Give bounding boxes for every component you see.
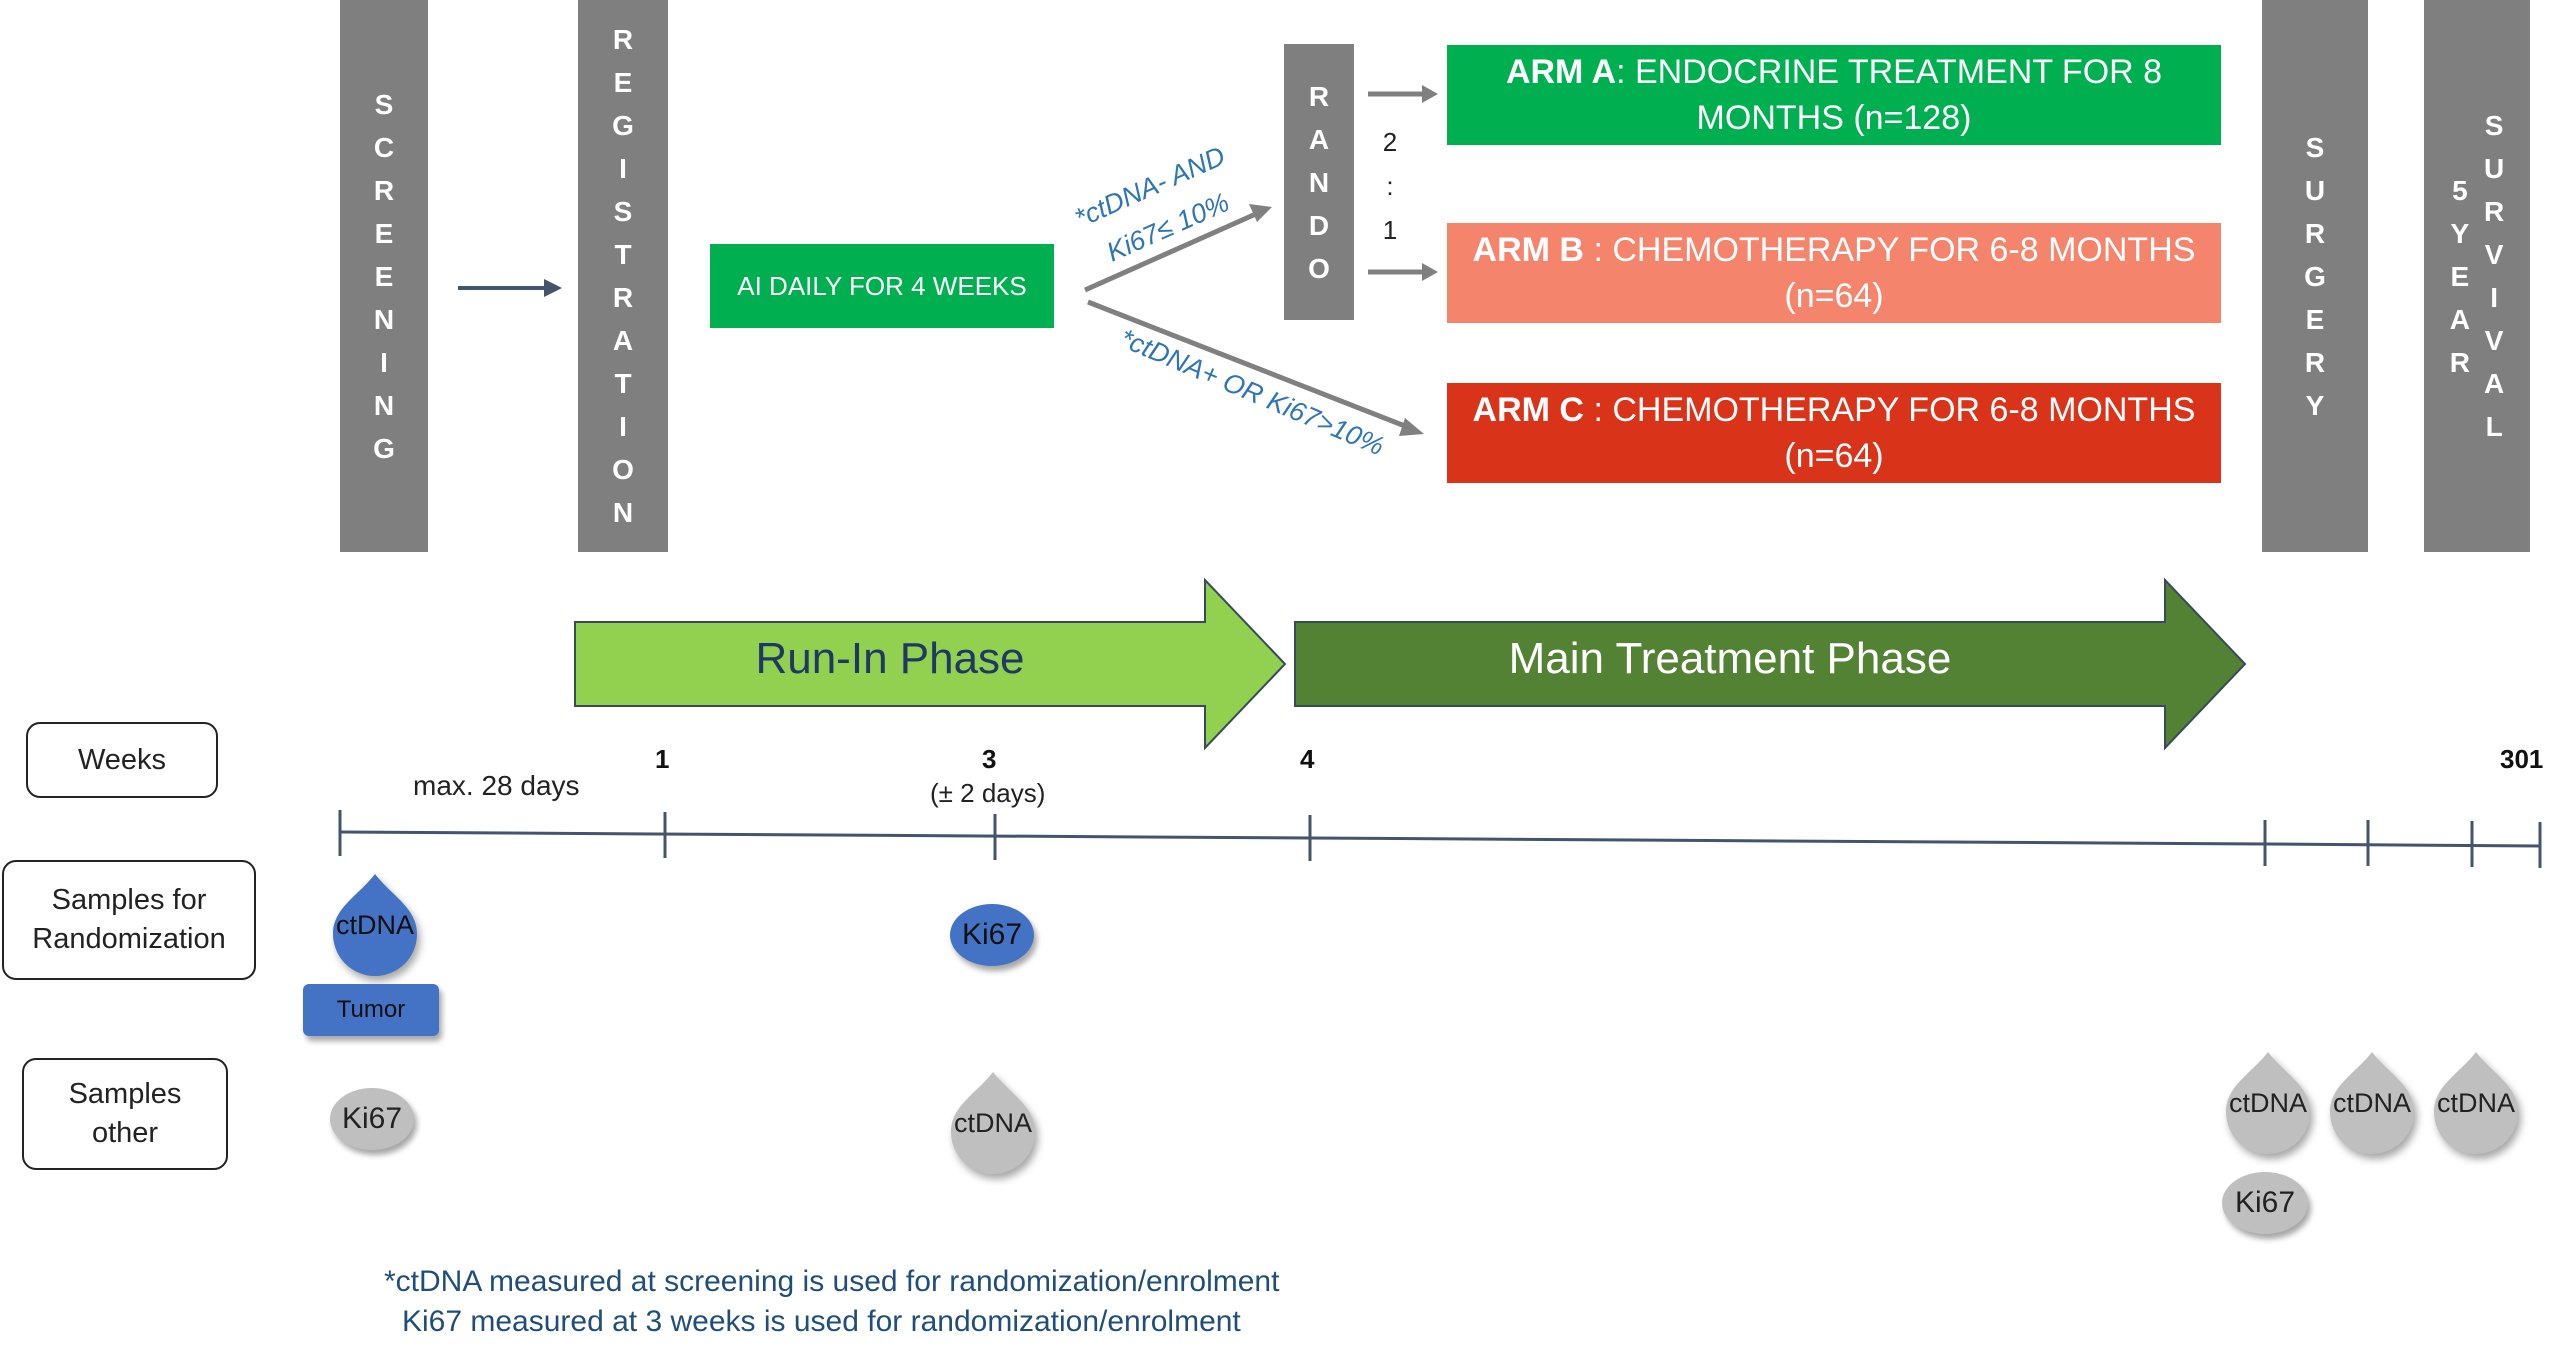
ctdna-followup-2-sample: ctDNA bbox=[2434, 1088, 2518, 1128]
arm-a-text: : ENDOCRINE TREATMENT FOR 8 MONTHS (n=12… bbox=[1616, 53, 2163, 137]
arm-b-box: ARM B : CHEMOTHERAPY FOR 6-8 MONTHS (n=6… bbox=[1447, 223, 2221, 323]
screening-arrowhead bbox=[544, 279, 562, 297]
footnote-line-1: *ctDNA measured at screening is used for… bbox=[384, 1265, 1280, 1298]
rando-arrowhead-b bbox=[1422, 263, 1438, 281]
arm-c-box: ARM C : CHEMOTHERAPY FOR 6-8 MONTHS (n=6… bbox=[1447, 383, 2221, 483]
ctdna-week3-sample: ctDNA bbox=[951, 1108, 1035, 1148]
arm-c-label: ARM C bbox=[1472, 391, 1594, 429]
ctdna-followup-1-text: ctDNA bbox=[2332, 1088, 2411, 1118]
rando-arrowhead-a bbox=[1422, 85, 1438, 103]
ctdna-drop-surgery bbox=[2226, 1052, 2310, 1154]
branch-arrow-upper bbox=[1083, 210, 1260, 293]
ctdna-week3-text: ctDNA bbox=[953, 1108, 1032, 1138]
ki67-surgery-sample: Ki67 bbox=[2222, 1172, 2308, 1234]
tumor-sample: Tumor bbox=[303, 984, 439, 1036]
ctdna-surgery-text: ctDNA bbox=[2228, 1088, 2307, 1118]
ratio-bottom: 1 bbox=[1382, 215, 1398, 245]
footnote: *ctDNA measured at screening is used for… bbox=[384, 1262, 1279, 1342]
arm-b-text: : CHEMOTHERAPY FOR 6-8 MONTHS (n=64) bbox=[1593, 231, 2196, 315]
run-in-phase-arrow bbox=[574, 577, 1287, 751]
branch-label-lower: *ctDNA+ OR Ki67>10% bbox=[1116, 323, 1389, 461]
ctdna-drop-followup-1 bbox=[2330, 1052, 2414, 1154]
ctdna-surgery-sample: ctDNA bbox=[2226, 1088, 2310, 1128]
week-1-label: 1 bbox=[655, 744, 670, 774]
ctdna-drop-screening bbox=[333, 874, 417, 976]
ctdna-drop-followup-2 bbox=[2434, 1052, 2518, 1154]
main-phase-label: Main Treatment Phase bbox=[1508, 634, 1952, 683]
arm-c-text: : CHEMOTHERAPY FOR 6-8 MONTHS (n=64) bbox=[1593, 391, 2196, 475]
ki67-screening-sample: Ki67 bbox=[330, 1088, 414, 1150]
samples-randomization-label-box: Samples for Randomization bbox=[2, 860, 256, 980]
branch-arrowhead-lower bbox=[1399, 418, 1424, 436]
weeks-label-box: Weeks bbox=[26, 722, 218, 798]
ctdna-screening-text: ctDNA bbox=[335, 910, 414, 940]
max-28-days-note: max. 28 days bbox=[413, 770, 580, 801]
samples-other-label-box: Samples other bbox=[22, 1058, 228, 1170]
ratio-top: 2 bbox=[1382, 127, 1398, 157]
ctdna-followup-1-sample: ctDNA bbox=[2330, 1088, 2414, 1128]
week-3-note: (± 2 days) bbox=[930, 778, 1046, 808]
ai-daily-box: AI DAILY FOR 4 WEEKS bbox=[710, 244, 1054, 328]
timeline-axis bbox=[339, 830, 2541, 848]
branch-arrowhead-upper bbox=[1249, 204, 1272, 222]
ctdna-followup-2-text: ctDNA bbox=[2436, 1088, 2515, 1118]
week-301-label: 301 bbox=[2500, 744, 2544, 774]
ratio-colon: : bbox=[1386, 171, 1394, 201]
arm-b-label: ARM B bbox=[1472, 231, 1594, 269]
week-4-label: 4 bbox=[1300, 744, 1315, 774]
ctdna-drop-week3 bbox=[951, 1072, 1035, 1174]
run-in-phase-label: Run-In Phase bbox=[755, 634, 1025, 683]
branch-arrow-lower bbox=[1087, 299, 1411, 431]
main-phase-arrow bbox=[1294, 577, 2247, 751]
arm-a-label: ARM A bbox=[1505, 53, 1617, 91]
ctdna-screening-sample: ctDNA bbox=[333, 910, 417, 950]
arm-a-box: ARM A: ENDOCRINE TREATMENT FOR 8 MONTHS … bbox=[1447, 45, 2221, 145]
week-3-label: 3 bbox=[982, 744, 997, 774]
ki67-week3-sample: Ki67 bbox=[950, 904, 1034, 966]
randomization-ratio: 2 : 1 bbox=[1378, 120, 1402, 252]
timeline-ticks bbox=[338, 810, 2542, 868]
footnote-line-2: Ki67 measured at 3 weeks is used for ran… bbox=[402, 1305, 1241, 1338]
